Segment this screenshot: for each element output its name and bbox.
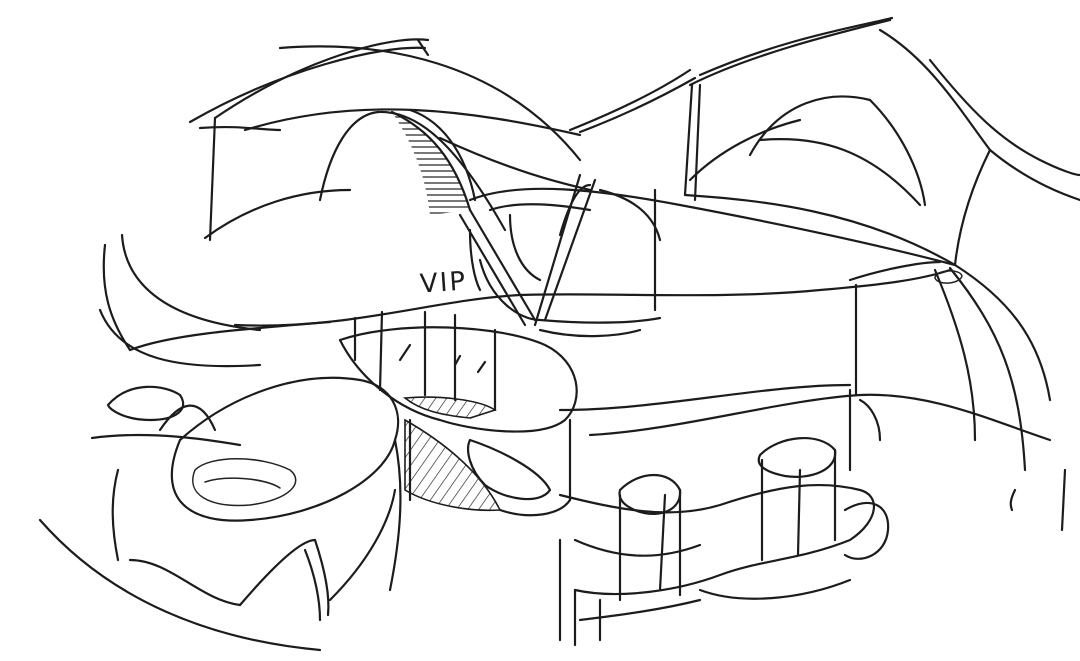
right-base-cylinders: [558, 388, 890, 647]
right-canopy: [568, 16, 1080, 532]
left-shell: [38, 233, 332, 652]
left-canopy: [188, 38, 592, 242]
central-vip-pod: [338, 310, 578, 517]
left-bowl: [128, 376, 402, 622]
right-arches: [533, 173, 662, 327]
vip-annotation-label: VIP: [419, 266, 469, 300]
ribbon-band: [233, 187, 1052, 442]
